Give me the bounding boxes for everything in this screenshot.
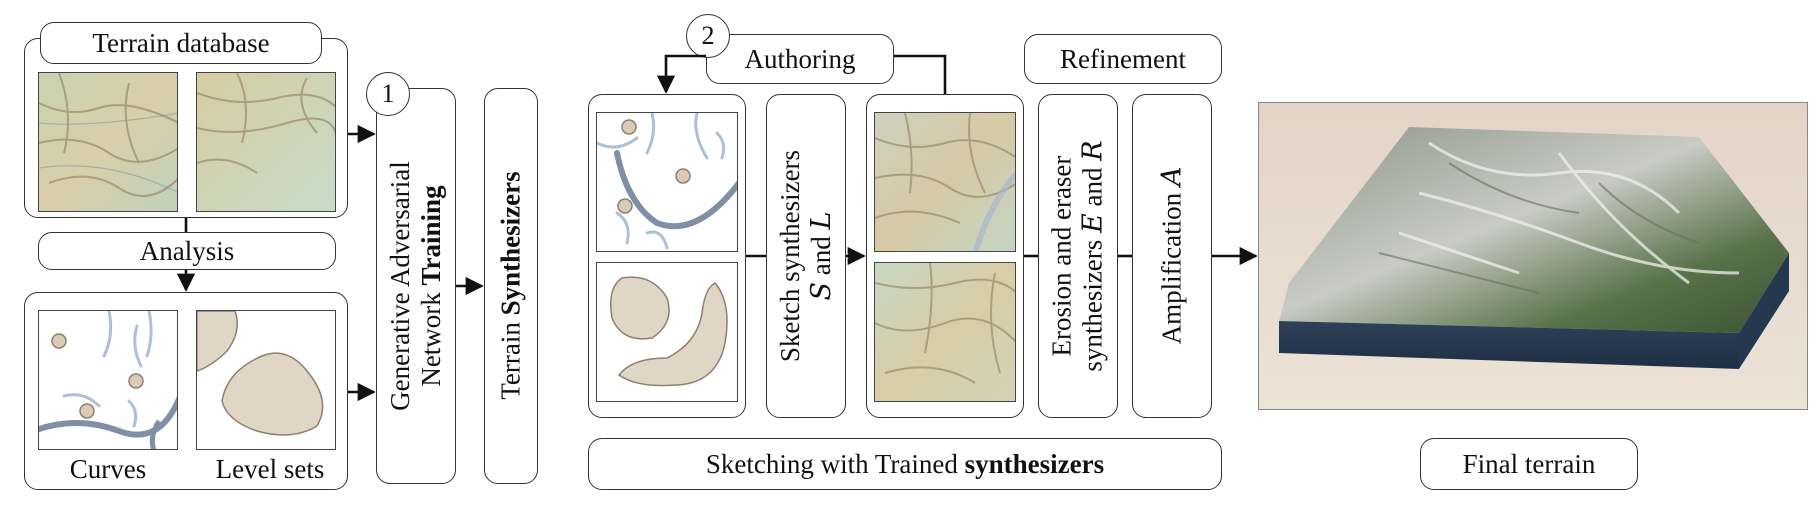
refinement-label: Refinement <box>1024 34 1222 84</box>
sketching-label: Sketching with Trained synthesizers <box>588 438 1222 490</box>
gan-training-box: Generative Adversarial Network Training <box>376 88 456 484</box>
generated-terrain-tile-2 <box>874 262 1016 402</box>
terrain-database-label: Terrain database <box>40 22 322 64</box>
final-terrain-label: Final terrain <box>1420 438 1638 490</box>
terrain-synthesizers-box: Terrain Synthesizers <box>484 88 538 484</box>
final-terrain-image <box>1258 102 1808 410</box>
authoring-label: Authoring <box>706 34 894 84</box>
step-2-marker: 2 <box>686 14 730 58</box>
curves-label: Curves <box>69 454 147 484</box>
sketch-synthesizers-box: Sketch synthesizers S and L <box>766 94 846 418</box>
terrain-tile-1 <box>38 72 178 212</box>
step-1-marker: 1 <box>366 72 410 116</box>
amplification-box: Amplification A <box>1132 94 1212 418</box>
curves-tile <box>38 310 178 450</box>
sketch-levelsets-tile <box>596 262 738 402</box>
erosion-eraser-box: Erosion and eraser synthesizers E and R <box>1038 94 1118 418</box>
level-sets-tile <box>196 310 336 450</box>
level-sets-label: Level sets <box>215 454 325 484</box>
sketch-curves-tile <box>596 112 738 252</box>
terrain-tile-2 <box>196 72 336 212</box>
analysis-label: Analysis <box>38 232 336 270</box>
generated-terrain-tile-1 <box>874 112 1016 252</box>
